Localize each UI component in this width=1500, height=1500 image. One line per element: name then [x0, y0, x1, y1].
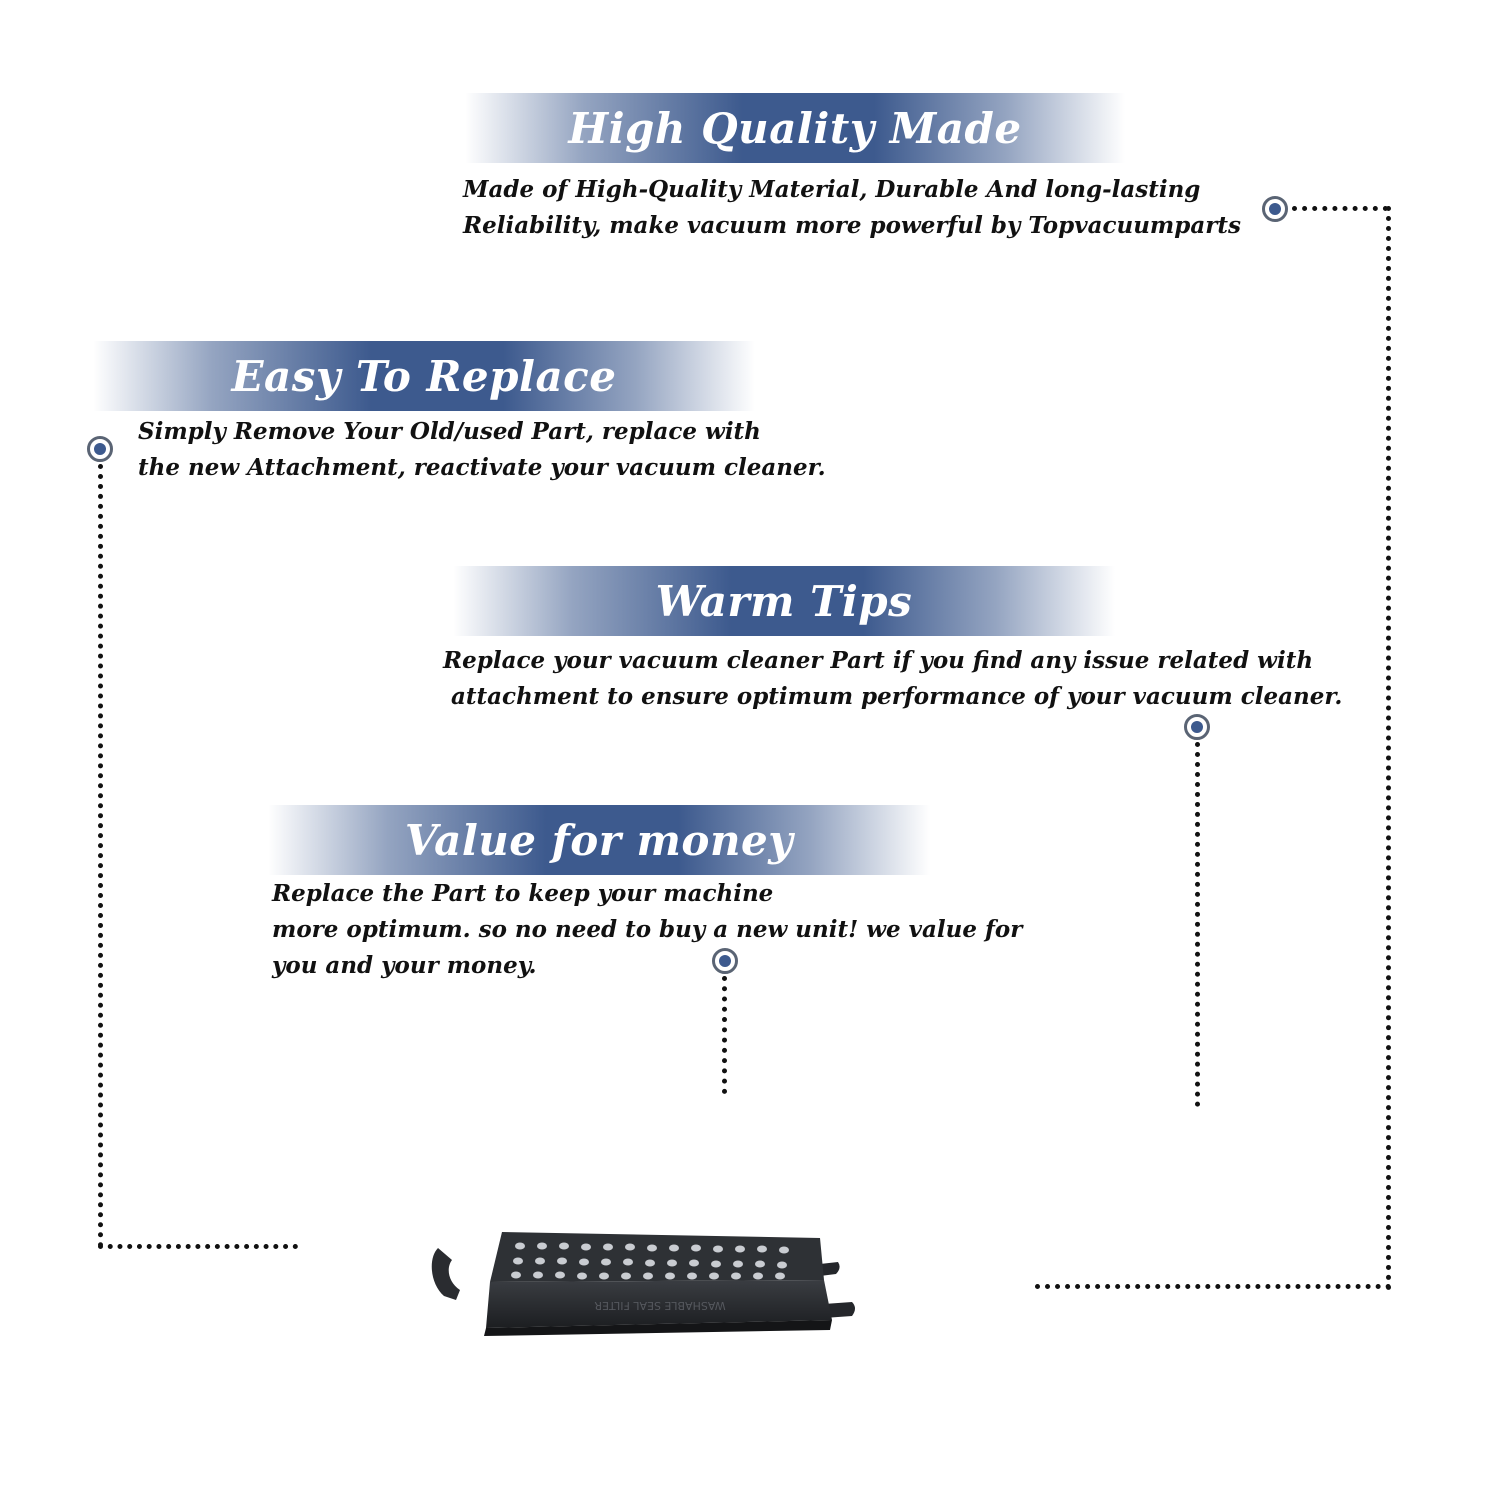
- desc-line: attachment to ensure optimum performance…: [443, 683, 1343, 710]
- desc-high-quality: Made of High-Quality Material, Durable A…: [463, 172, 1241, 244]
- desc-value-money: Replace the Part to keep your machine mo…: [272, 876, 1022, 984]
- connector-line: [1292, 206, 1388, 211]
- banner-high-quality: High Quality Made: [465, 93, 1125, 163]
- banner-title-high-quality: High Quality Made: [568, 103, 1022, 153]
- connector-line: [722, 976, 727, 1094]
- desc-warm-tips: Replace your vacuum cleaner Part if you …: [443, 643, 1342, 715]
- marker-dot-icon: [1184, 714, 1210, 740]
- marker-dot-icon: [1262, 196, 1288, 222]
- banner-value-money: Value for money: [268, 805, 930, 875]
- desc-line: Reliability, make vacuum more powerful b…: [463, 212, 1241, 239]
- desc-line: Simply Remove Your Old/used Part, replac…: [138, 418, 761, 445]
- connector-line: [98, 1244, 298, 1249]
- connector-line: [98, 464, 103, 1248]
- connector-line: [1386, 206, 1391, 1291]
- banner-title-easy-replace: Easy To Replace: [231, 351, 617, 401]
- banner-easy-replace: Easy To Replace: [93, 341, 755, 411]
- desc-line: Replace your vacuum cleaner Part if you …: [443, 647, 1314, 674]
- banner-title-warm-tips: Warm Tips: [655, 576, 913, 626]
- connector-line: [1195, 742, 1200, 1107]
- vacuum-filter-holder-image: WASHABLE SEAL FILTER: [431, 1232, 855, 1336]
- desc-line: Replace the Part to keep your machine: [272, 880, 774, 907]
- desc-line: you and your money.: [272, 952, 537, 979]
- filter-holes: [511, 1242, 789, 1280]
- desc-line: more optimum. so no need to buy a new un…: [272, 916, 1023, 943]
- marker-dot-icon: [87, 436, 113, 462]
- connector-line: [1035, 1284, 1391, 1289]
- banner-warm-tips: Warm Tips: [453, 566, 1115, 636]
- marker-dot-icon: [712, 948, 738, 974]
- desc-line: the new Attachment, reactivate your vacu…: [138, 454, 826, 481]
- desc-line: Made of High-Quality Material, Durable A…: [463, 176, 1201, 203]
- banner-title-value-money: Value for money: [404, 815, 794, 865]
- embossed-text: WASHABLE SEAL FILTER: [594, 1299, 726, 1312]
- desc-easy-replace: Simply Remove Your Old/used Part, replac…: [138, 414, 826, 486]
